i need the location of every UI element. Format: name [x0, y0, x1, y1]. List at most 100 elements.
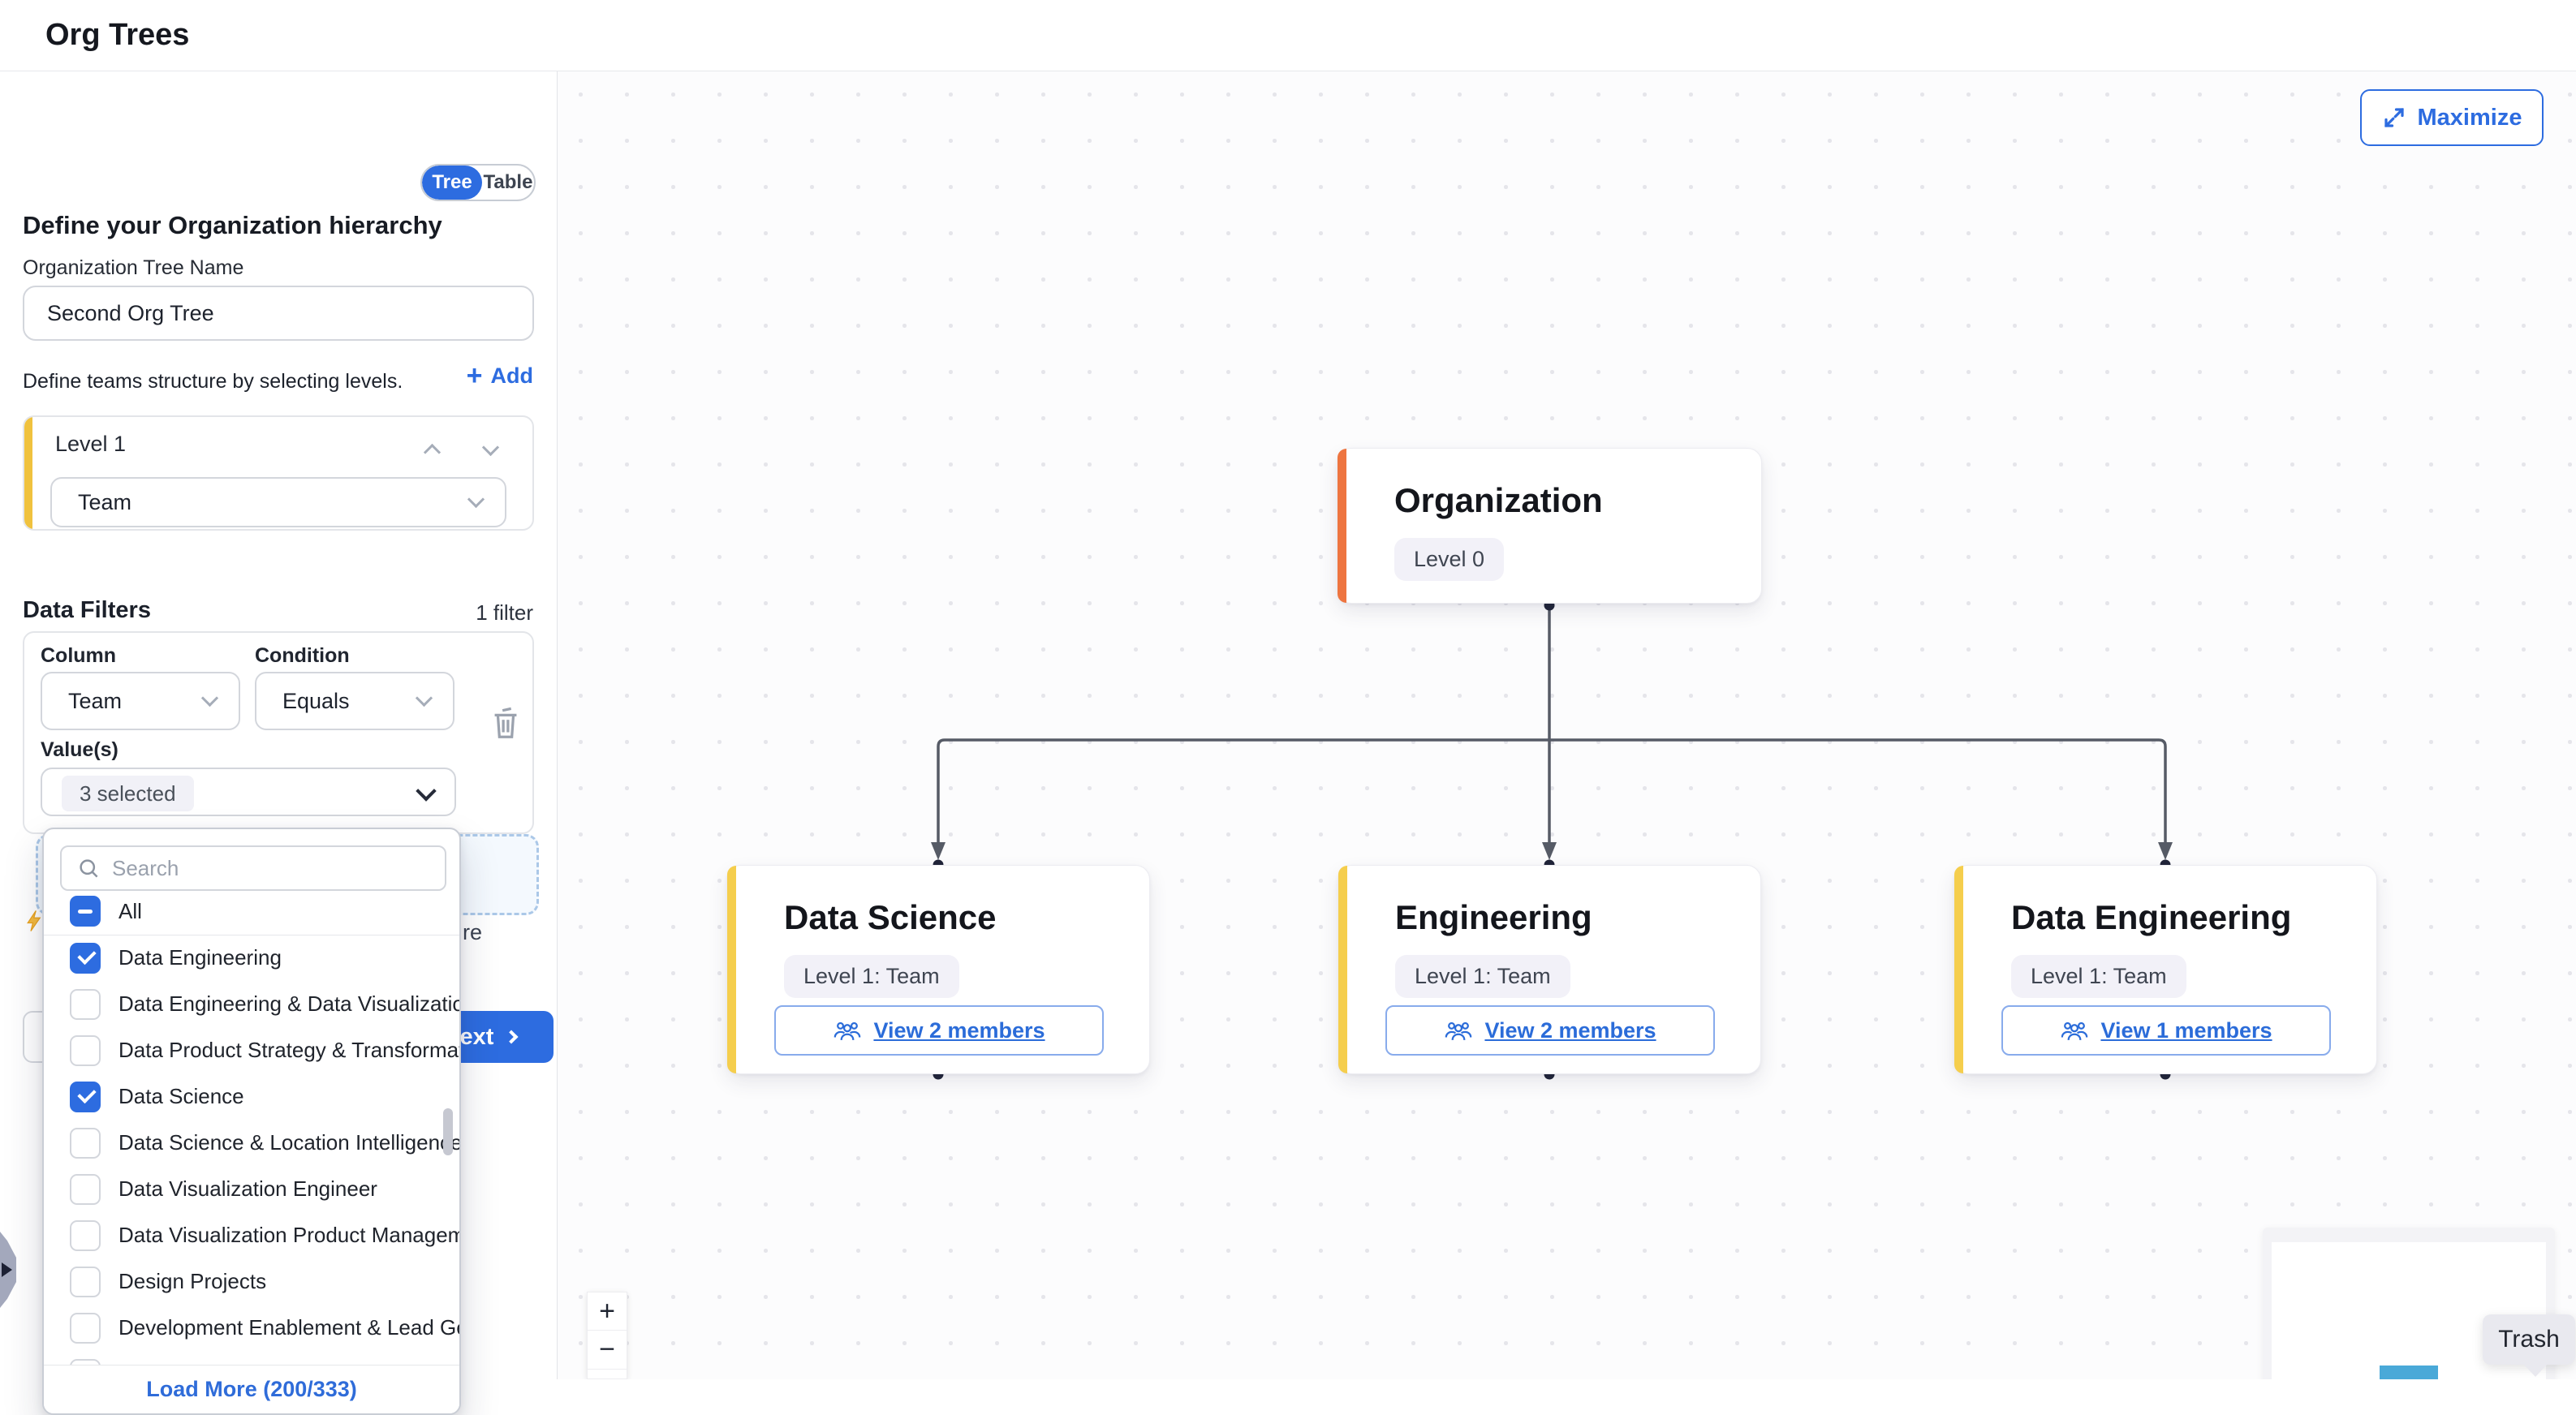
filter-option-label: Data Visualization Product Managem...	[118, 1223, 459, 1247]
search-icon	[80, 859, 98, 878]
filter-option-checkbox[interactable]	[70, 1358, 101, 1368]
chevron-down-icon	[416, 781, 437, 802]
filter-option-row[interactable]: Data Engineering	[44, 935, 459, 981]
move-up-icon[interactable]	[423, 443, 442, 462]
level-type-select[interactable]: Team	[50, 477, 506, 527]
node-accent-bar	[727, 866, 736, 1073]
view-members-label: View 2 members	[873, 1017, 1045, 1043]
load-more-link[interactable]: Load More (200/333)	[146, 1377, 357, 1401]
filter-option-row[interactable]: Data Product Strategy & Transformat...	[44, 1027, 459, 1073]
page-title: Org Trees	[45, 18, 190, 52]
minimap-root-node	[2380, 1366, 2438, 1379]
filter-option-row[interactable]: Data Science	[44, 1073, 459, 1120]
view-members-label: View 1 members	[2100, 1017, 2272, 1043]
filter-option-row[interactable]: Data Visualization Engineer	[44, 1166, 459, 1212]
maximize-button[interactable]: Maximize	[2360, 89, 2544, 146]
filter-option-label: Data Engineering & Data Visualization	[118, 991, 459, 1016]
panel-heading: Define your Organization hierarchy	[23, 211, 442, 239]
filter-option-row[interactable]: Design Projects	[44, 1258, 459, 1305]
condition-label: Condition	[255, 644, 350, 667]
level-title: Level 1	[55, 432, 127, 456]
org-tree-canvas[interactable]: Maximize Organization Level 0 Data Scien…	[558, 71, 2576, 1379]
select-all-label: All	[118, 898, 142, 923]
people-icon	[834, 1021, 861, 1040]
add-level-button[interactable]: + Add	[466, 360, 533, 391]
chevron-down-icon	[200, 689, 219, 708]
values-label: Value(s)	[41, 738, 118, 761]
filter-option-label: Data Science & Location Intelligence	[118, 1130, 459, 1155]
filter-option-checkbox[interactable]	[70, 1219, 101, 1251]
zoom-out-button[interactable]: −	[587, 1331, 627, 1370]
column-select[interactable]: Team	[41, 672, 240, 730]
panel-collapse-handle[interactable]	[0, 1232, 16, 1308]
zoom-controls: + −	[587, 1292, 627, 1379]
toggle-table[interactable]: Table	[483, 171, 533, 193]
filter-option-checkbox[interactable]	[70, 1081, 101, 1112]
org-root-node[interactable]: Organization Level 0	[1337, 448, 1762, 604]
chevron-down-icon	[467, 490, 485, 509]
search-input[interactable]	[112, 855, 430, 881]
org-builder-panel: Tree Table Define your Organization hier…	[0, 71, 558, 1415]
view-members-button[interactable]: View 2 members	[1385, 1005, 1715, 1056]
select-all-checkbox[interactable]	[70, 896, 101, 927]
filter-option-checkbox[interactable]	[70, 1312, 101, 1344]
filter-option-checkbox[interactable]	[70, 1266, 101, 1297]
levels-description: Define teams structure by selecting leve…	[23, 370, 403, 393]
filter-option-label: Design Projects	[118, 1269, 267, 1293]
top-bar: Org Trees	[0, 0, 2576, 71]
view-toggle: Tree Table	[420, 164, 536, 201]
level-card: Level 1 Team	[23, 415, 534, 531]
org-node-title: Organization	[1394, 481, 1603, 519]
filter-option-label: Data Product Strategy & Transformat...	[118, 1038, 459, 1062]
selected-count-chip: 3 selected	[62, 776, 194, 811]
condition-select[interactable]: Equals	[255, 672, 454, 730]
team-node-level-badge: Level 1: Team	[1395, 955, 1570, 998]
filter-option-checkbox[interactable]	[70, 1173, 101, 1205]
trash-tooltip: Trash	[2483, 1314, 2575, 1377]
tree-name-input[interactable]	[23, 286, 534, 341]
tree-name-label: Organization Tree Name	[23, 256, 244, 279]
scrollbar-thumb[interactable]	[443, 1108, 453, 1155]
filter-card: Column Condition Team Equals Value(s) 3 …	[23, 631, 534, 834]
node-accent-bar	[1338, 449, 1346, 603]
filter-option-checkbox[interactable]	[70, 1034, 101, 1066]
fit-view-button[interactable]	[587, 1370, 627, 1379]
filter-option-row[interactable]: Data Science & Location Intelligence	[44, 1120, 459, 1166]
team-node-level-badge: Level 1: Team	[784, 955, 959, 998]
org-node-level-badge: Level 0	[1394, 538, 1505, 581]
view-members-button[interactable]: View 1 members	[2001, 1005, 2331, 1056]
filter-option-row[interactable]: Data Visualization Product Managem...	[44, 1212, 459, 1258]
toggle-tree[interactable]: Tree	[422, 166, 482, 200]
lightning-icon	[23, 907, 47, 939]
column-label: Column	[41, 644, 117, 667]
team-node-title: Data Science	[784, 898, 997, 936]
filter-option-checkbox[interactable]	[70, 988, 101, 1020]
dropdown-search[interactable]	[60, 845, 446, 891]
filter-option-checkbox[interactable]	[70, 942, 101, 974]
plus-icon: +	[466, 360, 483, 391]
dropdown-footer: Load More (200/333)	[44, 1365, 459, 1413]
filter-option-row[interactable]: Development Enablement & Lead Ge...	[44, 1305, 459, 1351]
values-multiselect[interactable]: 3 selected	[41, 768, 456, 816]
zoom-in-button[interactable]: +	[587, 1292, 627, 1331]
chevron-down-icon	[415, 689, 433, 708]
delete-filter-button[interactable]	[487, 703, 524, 743]
node-accent-bar	[1338, 866, 1347, 1073]
filter-option-label: Data Engineering	[118, 945, 282, 970]
filter-option-label: Data Visualization Engineer	[118, 1176, 377, 1201]
filter-count: 1 filter	[476, 600, 533, 625]
select-all-row[interactable]: All	[44, 888, 459, 935]
move-down-icon[interactable]	[481, 438, 500, 457]
view-members-button[interactable]: View 2 members	[774, 1005, 1104, 1056]
team-node-title: Engineering	[1395, 898, 1592, 936]
filter-option-checkbox[interactable]	[70, 1127, 101, 1159]
team-node-title: Data Engineering	[2011, 898, 2292, 936]
people-icon	[1445, 1021, 1472, 1040]
filter-option-label: Data Science	[118, 1084, 244, 1108]
filter-option-row[interactable]: Data Engineering & Data Visualization	[44, 981, 459, 1027]
